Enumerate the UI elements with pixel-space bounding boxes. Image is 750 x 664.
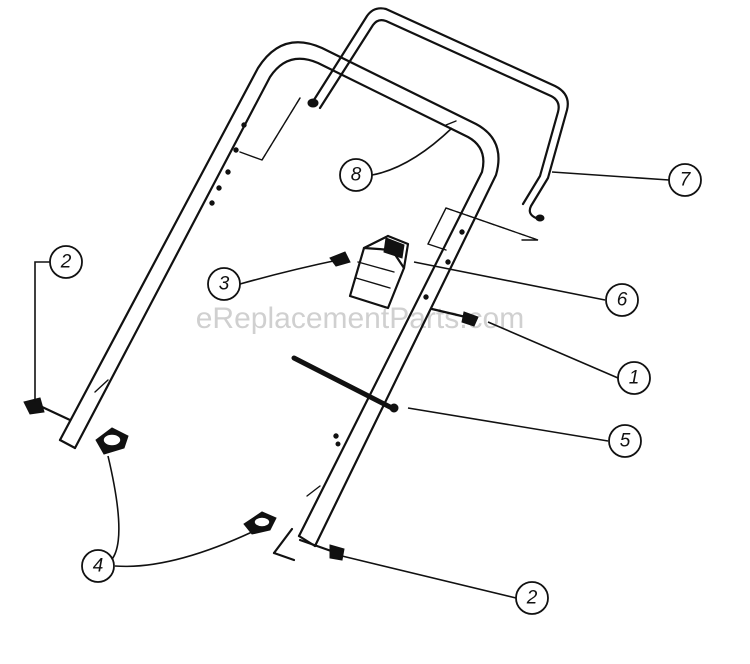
bolt [430, 307, 479, 327]
leader-lines [34, 127, 670, 599]
handle-plates [239, 97, 539, 251]
svg-text:4: 4 [93, 556, 104, 577]
callout-1: 1 [617, 361, 651, 395]
lower-handle [58, 41, 500, 562]
control-cable [291, 355, 399, 413]
callout-6: 6 [605, 283, 639, 317]
control-switch [329, 234, 410, 310]
svg-text:5: 5 [620, 431, 631, 452]
svg-text:6: 6 [617, 290, 628, 311]
svg-text:2: 2 [60, 252, 72, 273]
callout-2-right: 2 [515, 581, 549, 615]
callout-5: 5 [608, 424, 642, 458]
callout-2-left: 2 [49, 245, 83, 279]
callout-8: 8 [339, 158, 373, 192]
svg-text:2: 2 [526, 588, 538, 609]
right-bolt [298, 538, 345, 561]
callout-3: 3 [207, 267, 241, 301]
svg-text:3: 3 [219, 274, 230, 295]
callout-4: 4 [81, 549, 115, 583]
svg-text:7: 7 [680, 170, 692, 191]
svg-text:1: 1 [629, 368, 640, 389]
svg-text:8: 8 [351, 165, 362, 186]
knobs [95, 427, 277, 535]
left-bolt [23, 397, 72, 422]
callout-7: 7 [668, 163, 702, 197]
